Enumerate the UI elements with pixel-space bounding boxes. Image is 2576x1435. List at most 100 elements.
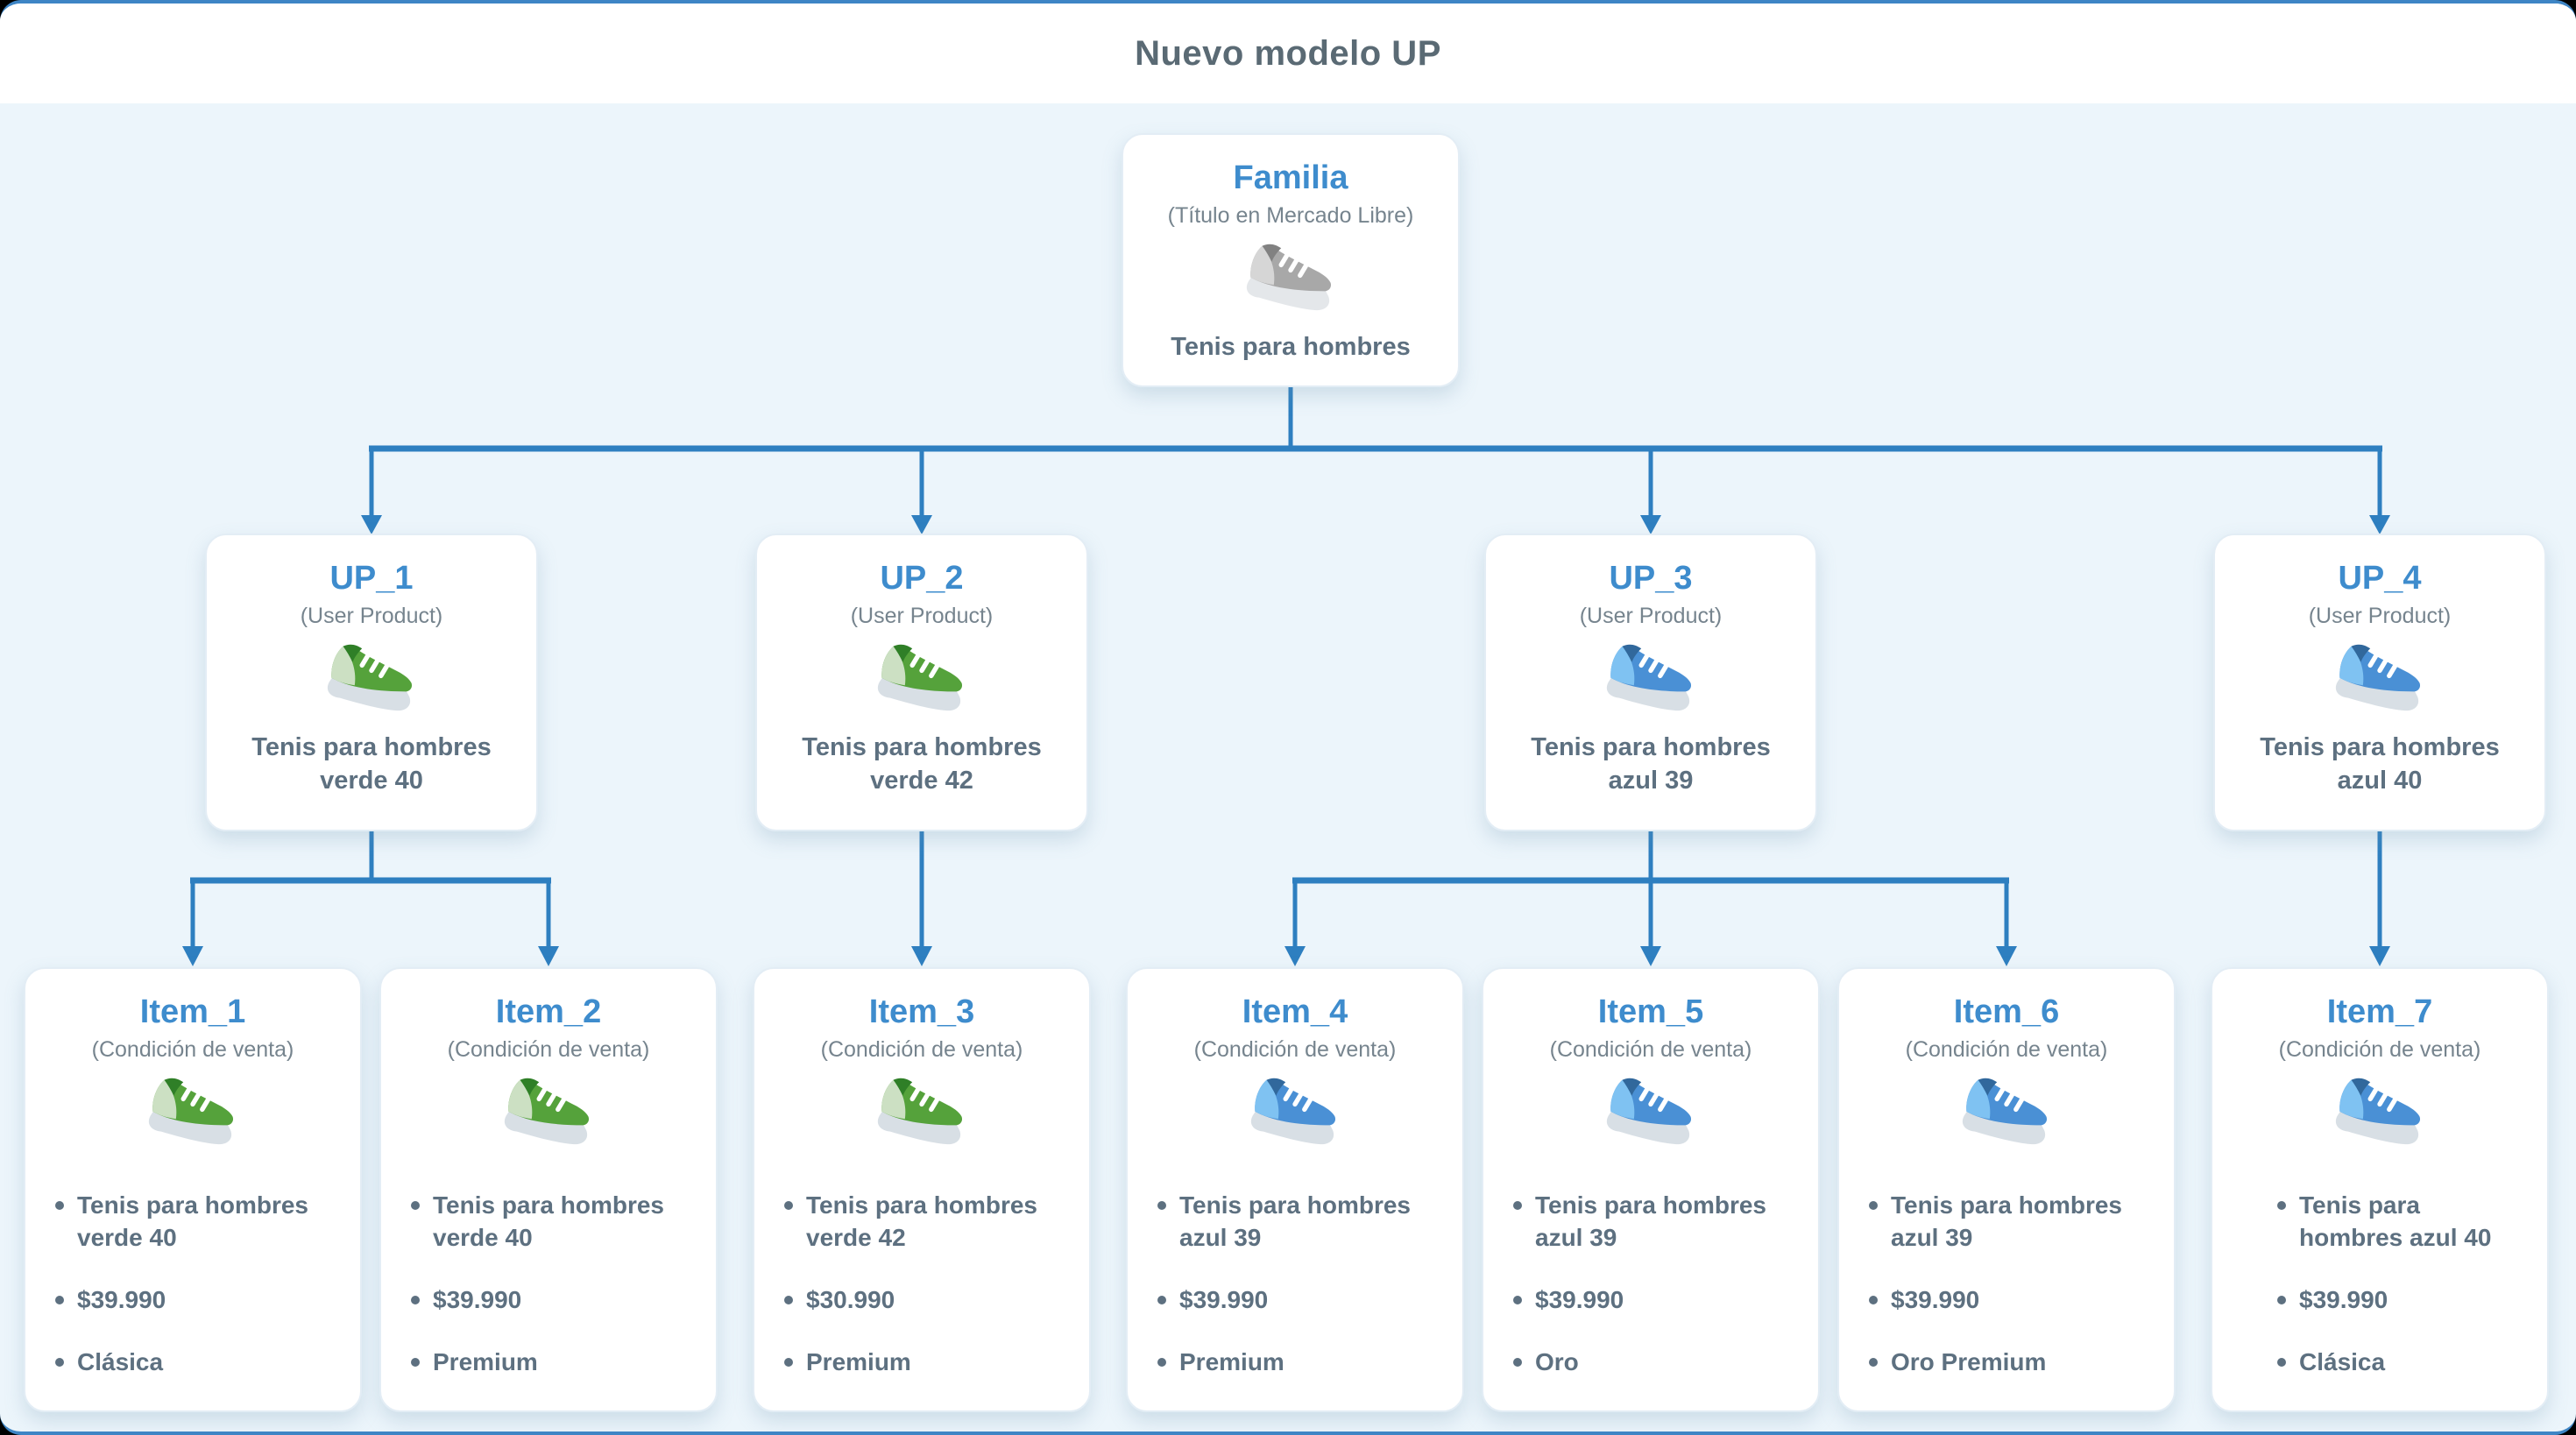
- node-subtitle: (Condición de venta): [447, 1036, 650, 1062]
- bullet-price: $39.990: [2277, 1284, 2521, 1317]
- bullet-dot: [1869, 1295, 1878, 1304]
- familia-node: Familia (Título en Mercado Libre) Tenis …: [1122, 133, 1460, 387]
- diagram-header: Nuevo modelo UP: [0, 4, 2576, 103]
- bullet-product: Tenis para hombres azul 40: [2277, 1190, 2521, 1255]
- up-1-node: UP_1 (User Product) Tenis para hombres v…: [205, 534, 538, 831]
- up-3-node: UP_3 (User Product) Tenis para hombres a…: [1484, 534, 1817, 831]
- node-title: Item_3: [868, 993, 975, 1030]
- node-subtitle: (User Product): [2308, 603, 2452, 628]
- item-4-node: Item_4 (Condición de venta) Tenis para h…: [1126, 967, 1464, 1412]
- item-3-node: Item_3 (Condición de venta) Tenis para h…: [753, 967, 1091, 1412]
- item-2-node: Item_2 (Condición de venta) Tenis para h…: [379, 967, 718, 1412]
- item-5-node: Item_5 (Condición de venta) Tenis para h…: [1482, 967, 1820, 1412]
- sneaker-green-icon: [318, 637, 425, 721]
- item-1-node: Item_1 (Condición de venta) Tenis para h…: [24, 967, 362, 1412]
- up-2-node: UP_2 (User Product) Tenis para hombres v…: [755, 534, 1088, 831]
- bullet-price: $39.990: [1157, 1284, 1440, 1317]
- sneaker-blue-icon: [1242, 1071, 1348, 1155]
- node-subtitle: (Título en Mercado Libre): [1167, 202, 1414, 228]
- item-7-node: Item_7 (Condición de venta) Tenis para h…: [2211, 967, 2549, 1412]
- bullet-tier: Clásica: [55, 1347, 337, 1379]
- node-label: Tenis para hombres azul 40: [2260, 733, 2500, 795]
- bullet-dot: [1869, 1201, 1878, 1210]
- node-title: Item_6: [1953, 993, 2060, 1030]
- item-bullet-list: Tenis para hombres azul 39 $39.990 Oro: [1483, 1190, 1818, 1409]
- node-subtitle: (User Product): [1579, 603, 1723, 628]
- bullet-dot: [55, 1295, 64, 1304]
- bullet-dot: [784, 1357, 793, 1367]
- bullet-tier: Oro: [1513, 1347, 1795, 1379]
- bullet-price: $30.990: [784, 1284, 1066, 1317]
- item-6-node: Item_6 (Condición de venta) Tenis para h…: [1837, 967, 2176, 1412]
- sneaker-green-icon: [868, 637, 975, 721]
- node-title: UP_4: [2338, 560, 2422, 597]
- bullet-dot: [2277, 1357, 2286, 1367]
- item-bullet-list: Tenis para hombres verde 40 $39.990 Prem…: [381, 1190, 716, 1409]
- bullet-dot: [1157, 1201, 1166, 1210]
- bullet-dot: [55, 1201, 64, 1210]
- bullet-dot: [411, 1295, 420, 1304]
- sneaker-blue-icon: [2326, 1071, 2433, 1155]
- node-title: Familia: [1233, 159, 1348, 196]
- node-title: UP_2: [880, 560, 964, 597]
- bullet-product: Tenis para hombres azul 39: [1869, 1190, 2151, 1255]
- node-label: Tenis para hombres: [1171, 333, 1411, 361]
- node-title: Item_1: [139, 993, 246, 1030]
- sneaker-blue-icon: [1597, 637, 1704, 721]
- node-subtitle: (Condición de venta): [1193, 1036, 1397, 1062]
- bullet-dot: [784, 1201, 793, 1210]
- node-subtitle: (User Product): [300, 603, 443, 628]
- sneaker-green-icon: [495, 1071, 602, 1155]
- bullet-dot: [1513, 1201, 1522, 1210]
- item-bullet-list: Tenis para hombres azul 39 $39.990 Oro P…: [1839, 1190, 2174, 1409]
- node-subtitle: (Condición de venta): [820, 1036, 1023, 1062]
- up-4-node: UP_4 (User Product) Tenis para hombres a…: [2213, 534, 2546, 831]
- node-title: Item_5: [1597, 993, 1704, 1030]
- bullet-dot: [1157, 1295, 1166, 1304]
- bullet-dot: [55, 1357, 64, 1367]
- node-title: UP_1: [329, 560, 414, 597]
- bullet-dot: [1513, 1295, 1522, 1304]
- node-subtitle: (Condición de venta): [1905, 1036, 2108, 1062]
- bullet-tier: Premium: [784, 1347, 1066, 1379]
- node-subtitle: (Condición de venta): [1549, 1036, 1752, 1062]
- bullet-price: $39.990: [55, 1284, 337, 1317]
- item-bullet-list: Tenis para hombres azul 40 $39.990 Clási…: [2212, 1190, 2547, 1409]
- node-subtitle: (User Product): [850, 603, 994, 628]
- bullet-product: Tenis para hombres verde 42: [784, 1190, 1066, 1255]
- sneaker-blue-icon: [1597, 1071, 1704, 1155]
- node-title: Item_4: [1242, 993, 1348, 1030]
- bullet-tier: Premium: [411, 1347, 693, 1379]
- node-subtitle: (Condición de venta): [2278, 1036, 2481, 1062]
- bullet-dot: [411, 1357, 420, 1367]
- bullet-product: Tenis para hombres azul 39: [1157, 1190, 1440, 1255]
- bullet-tier: Clásica: [2277, 1347, 2521, 1379]
- bullet-price: $39.990: [1869, 1284, 2151, 1317]
- bullet-tier: Premium: [1157, 1347, 1440, 1379]
- item-bullet-list: Tenis para hombres azul 39 $39.990 Premi…: [1128, 1190, 1462, 1409]
- node-label: Tenis para hombres verde 40: [251, 733, 492, 795]
- bullet-dot: [2277, 1201, 2286, 1210]
- node-title: Item_7: [2326, 993, 2433, 1030]
- bullet-dot: [411, 1201, 420, 1210]
- node-title: Item_2: [495, 993, 602, 1030]
- item-bullet-list: Tenis para hombres verde 40 $39.990 Clás…: [25, 1190, 360, 1409]
- node-subtitle: (Condición de venta): [91, 1036, 294, 1062]
- page-title: Nuevo modelo UP: [1135, 33, 1441, 73]
- bullet-dot: [1869, 1357, 1878, 1367]
- bullet-product: Tenis para hombres verde 40: [55, 1190, 337, 1255]
- bullet-product: Tenis para hombres verde 40: [411, 1190, 693, 1255]
- node-label: Tenis para hombres verde 42: [802, 733, 1042, 795]
- bullet-dot: [2277, 1295, 2286, 1304]
- bullet-price: $39.990: [1513, 1284, 1795, 1317]
- node-label: Tenis para hombres azul 39: [1531, 733, 1771, 795]
- sneaker-green-icon: [868, 1071, 975, 1155]
- sneaker-green-icon: [139, 1071, 246, 1155]
- bullet-dot: [1513, 1357, 1522, 1367]
- item-bullet-list: Tenis para hombres verde 42 $30.990 Prem…: [754, 1190, 1089, 1409]
- sneaker-blue-icon: [1953, 1071, 2060, 1155]
- sneaker-blue-icon: [2326, 637, 2433, 721]
- bullet-product: Tenis para hombres azul 39: [1513, 1190, 1795, 1255]
- sneaker-gray-icon: [1237, 237, 1344, 321]
